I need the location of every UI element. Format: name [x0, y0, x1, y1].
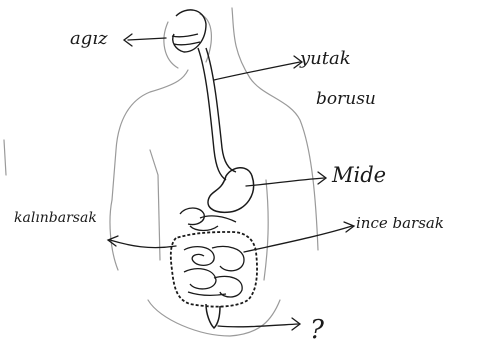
label-esophagus-line2: borusu	[316, 89, 376, 109]
label-arrows	[108, 34, 354, 330]
label-large-intestine: kalınbarsak	[14, 210, 97, 226]
label-small-intestine: ince barsak	[356, 214, 444, 232]
stomach	[208, 168, 254, 213]
head-mouth	[172, 10, 206, 52]
body-outline	[4, 8, 318, 336]
label-anus: ?	[310, 315, 325, 345]
label-stomach: Mide	[331, 163, 386, 187]
small-intestine	[184, 247, 244, 298]
label-esophagus-line1: yutak	[299, 48, 351, 69]
label-mouth: agız	[70, 28, 108, 49]
upper-organs	[180, 208, 236, 231]
rectum	[206, 304, 220, 328]
esophagus	[198, 48, 236, 180]
